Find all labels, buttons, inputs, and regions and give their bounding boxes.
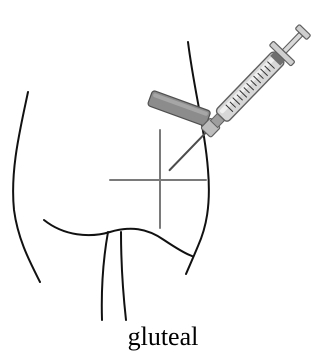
gluteal-fold-curve xyxy=(44,220,192,256)
left-hip-curve xyxy=(13,92,40,282)
right-hip-curve xyxy=(186,42,209,274)
left-leg-line xyxy=(102,232,108,320)
right-leg-line xyxy=(121,232,126,320)
syringe-plunger-rod xyxy=(282,32,302,53)
syringe-icon xyxy=(159,19,316,180)
needle-cap-icon xyxy=(147,90,211,126)
needle xyxy=(170,131,208,170)
quadrant-crosshair xyxy=(110,130,206,228)
figure-caption: gluteal xyxy=(0,322,326,352)
